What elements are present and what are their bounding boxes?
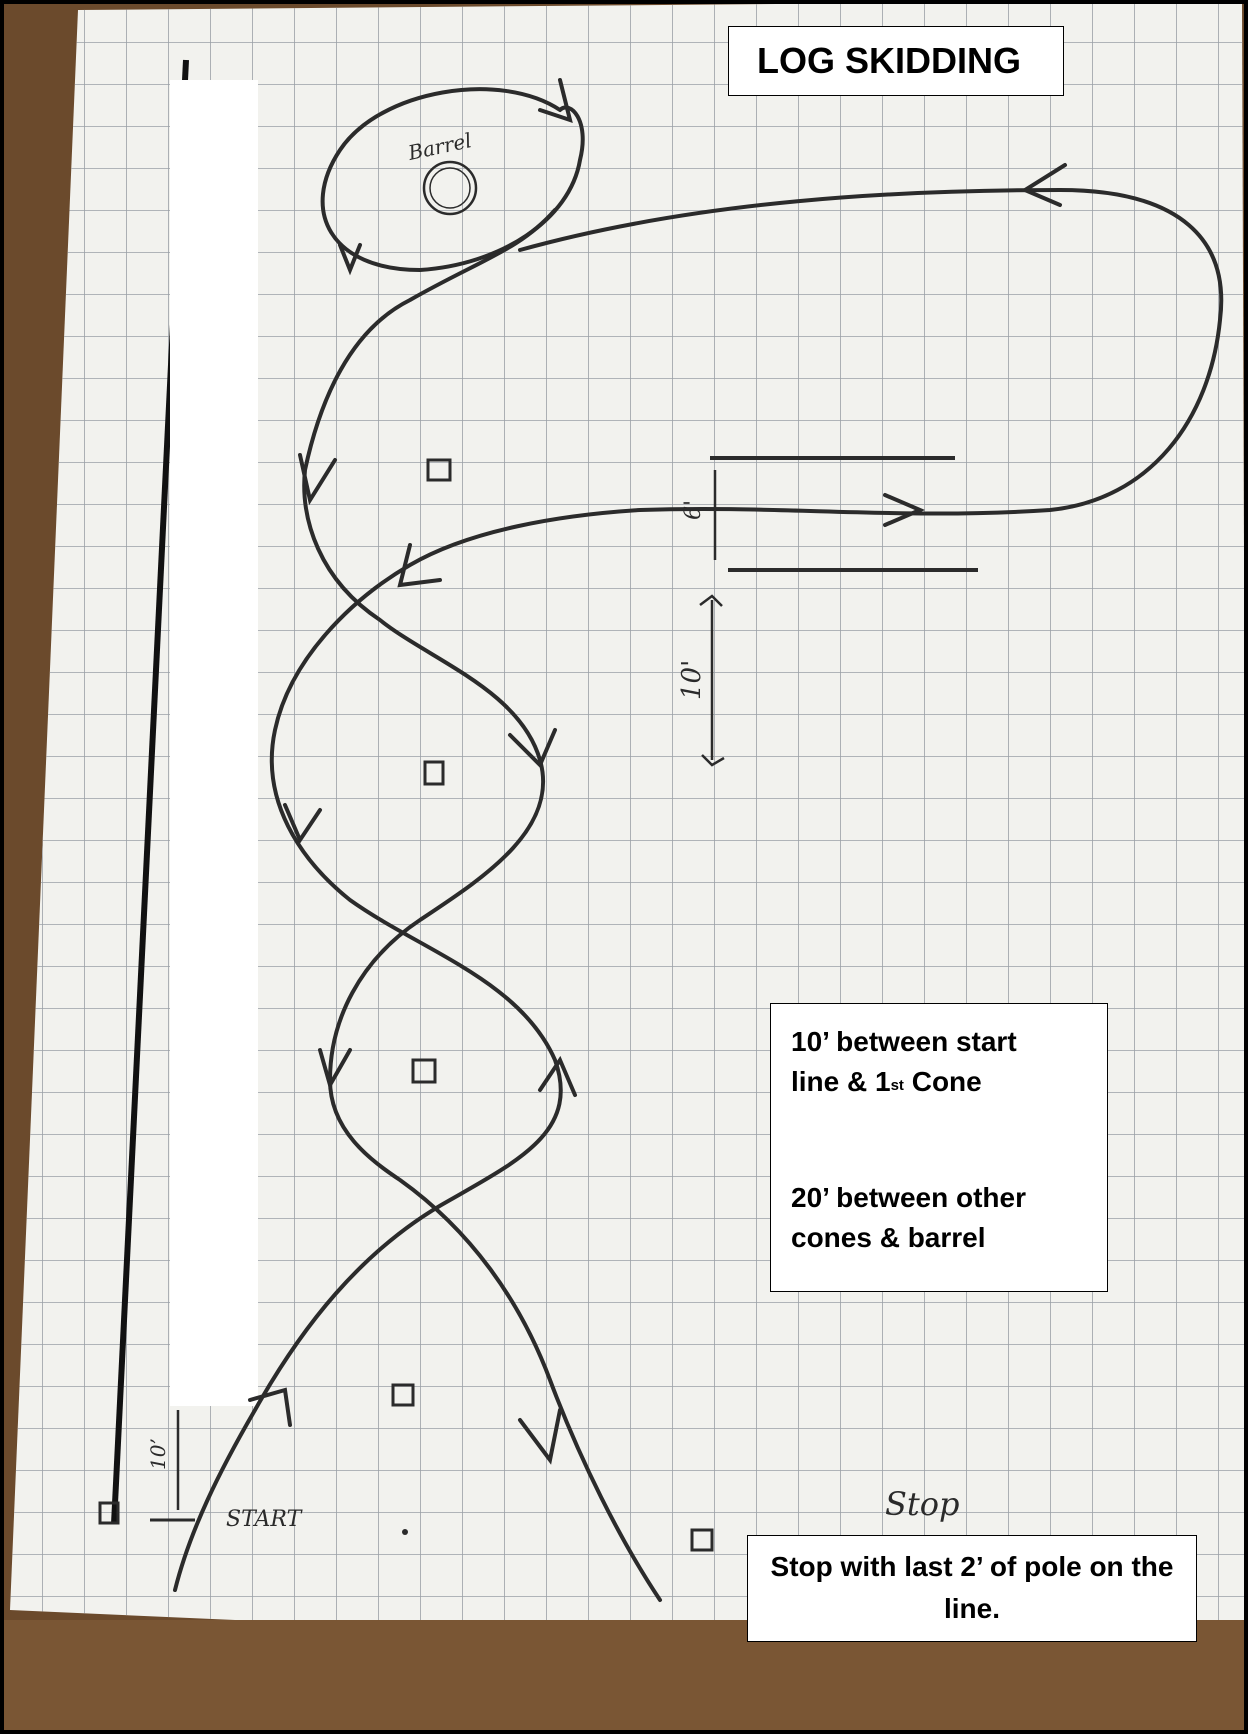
barrel-icon — [422, 160, 478, 216]
note-cone-distance: 20’ between other cones & barrel — [791, 1182, 1026, 1253]
course-path — [173, 87, 1224, 1602]
stop-label: Stop — [885, 1485, 960, 1523]
start-label: START — [226, 1507, 304, 1532]
dimension-6ft-label: 6' — [681, 500, 706, 520]
cone-icon — [426, 458, 452, 482]
start-marker-icon — [98, 1501, 120, 1525]
stop-note: Stop with last 2’ of pole on the line. — [770, 1551, 1174, 1624]
start-gap-label: 10’ — [146, 1438, 170, 1470]
dimension-10ft-label: 10' — [677, 660, 707, 700]
stop-note-box: Stop with last 2’ of pole on the line. — [747, 1535, 1197, 1642]
distance-notes-box: 10’ between start line & 1st Cone 20’ be… — [770, 1003, 1108, 1292]
cone-icon — [411, 1058, 437, 1084]
white-strip — [170, 80, 258, 1406]
cone-icon — [690, 1528, 714, 1552]
page-title: LOG SKIDDING — [757, 40, 1022, 81]
cone-icon — [423, 760, 445, 786]
cone-icon — [391, 1383, 415, 1407]
title-box: LOG SKIDDING — [728, 26, 1064, 96]
note-start-distance: 10’ between start line & 1st Cone — [791, 1026, 1017, 1097]
path-arrowheads — [248, 78, 1067, 1465]
